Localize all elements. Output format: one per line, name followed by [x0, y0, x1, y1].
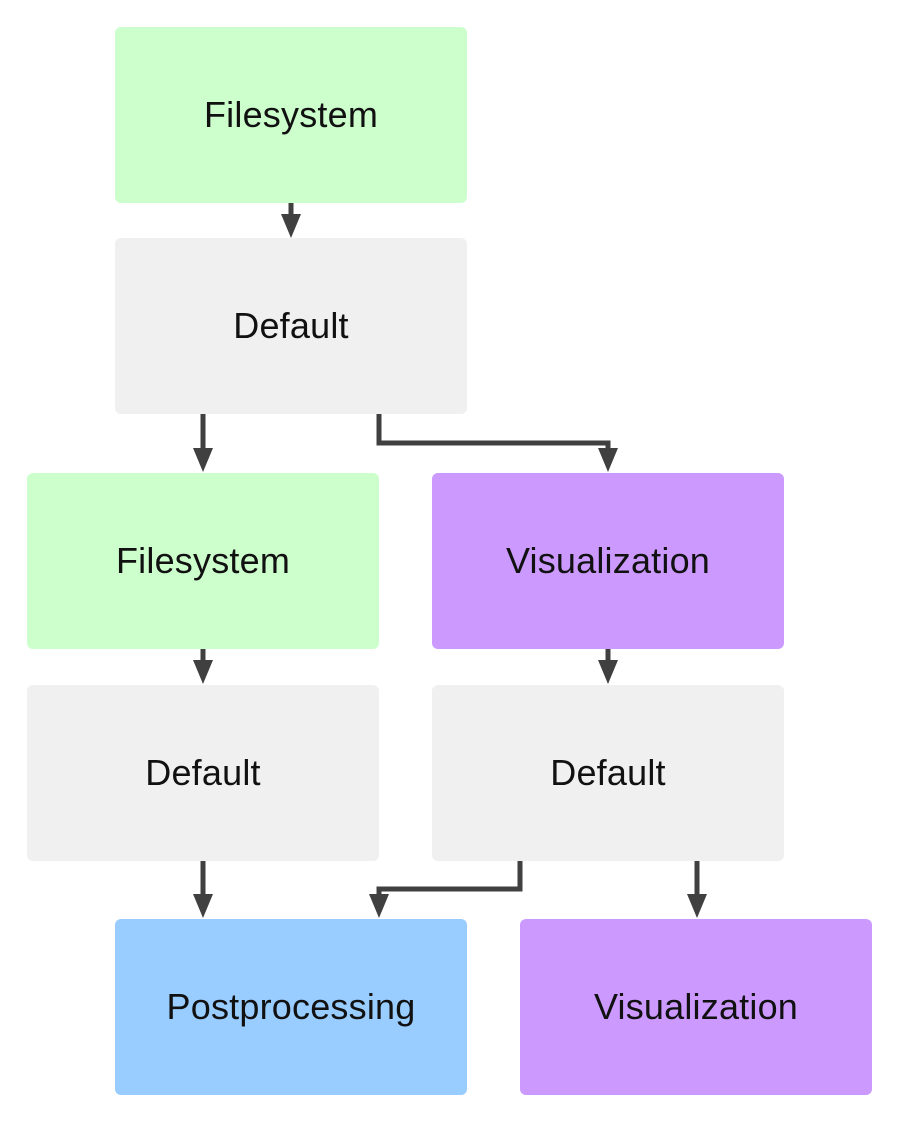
- arrowhead-icon: [281, 214, 301, 238]
- node-label: Postprocessing: [166, 986, 416, 1027]
- node-postprocessing: Postprocessing: [115, 919, 467, 1095]
- node-label: Filesystem: [203, 94, 379, 135]
- edge-arrow: [687, 861, 707, 918]
- edge-arrow: [376, 414, 618, 472]
- edge-arrow: [193, 861, 213, 918]
- node-filesystem: Filesystem: [27, 473, 379, 649]
- node-label: Default: [145, 752, 261, 793]
- edge-arrow: [281, 203, 301, 238]
- arrowhead-icon: [193, 660, 213, 684]
- edge-arrow: [193, 649, 213, 684]
- arrowhead-icon: [598, 660, 618, 684]
- arrowhead-icon: [598, 448, 618, 472]
- arrowhead-icon: [687, 894, 707, 918]
- node-visualization: Visualization: [520, 919, 872, 1095]
- arrowhead-icon: [369, 894, 389, 918]
- edge-arrow: [193, 414, 213, 472]
- node-filesystem: Filesystem: [115, 27, 467, 203]
- node-label: Default: [233, 305, 349, 346]
- node-default: Default: [27, 685, 379, 861]
- edge-arrow: [598, 649, 618, 684]
- node-label: Visualization: [505, 540, 711, 581]
- node-default: Default: [432, 685, 784, 861]
- edge-arrow: [369, 861, 523, 918]
- arrowhead-icon: [193, 448, 213, 472]
- node-visualization: Visualization: [432, 473, 784, 649]
- arrowhead-icon: [193, 894, 213, 918]
- node-default: Default: [115, 238, 467, 414]
- node-label: Filesystem: [115, 540, 291, 581]
- node-label: Visualization: [593, 986, 799, 1027]
- node-label: Default: [550, 752, 666, 793]
